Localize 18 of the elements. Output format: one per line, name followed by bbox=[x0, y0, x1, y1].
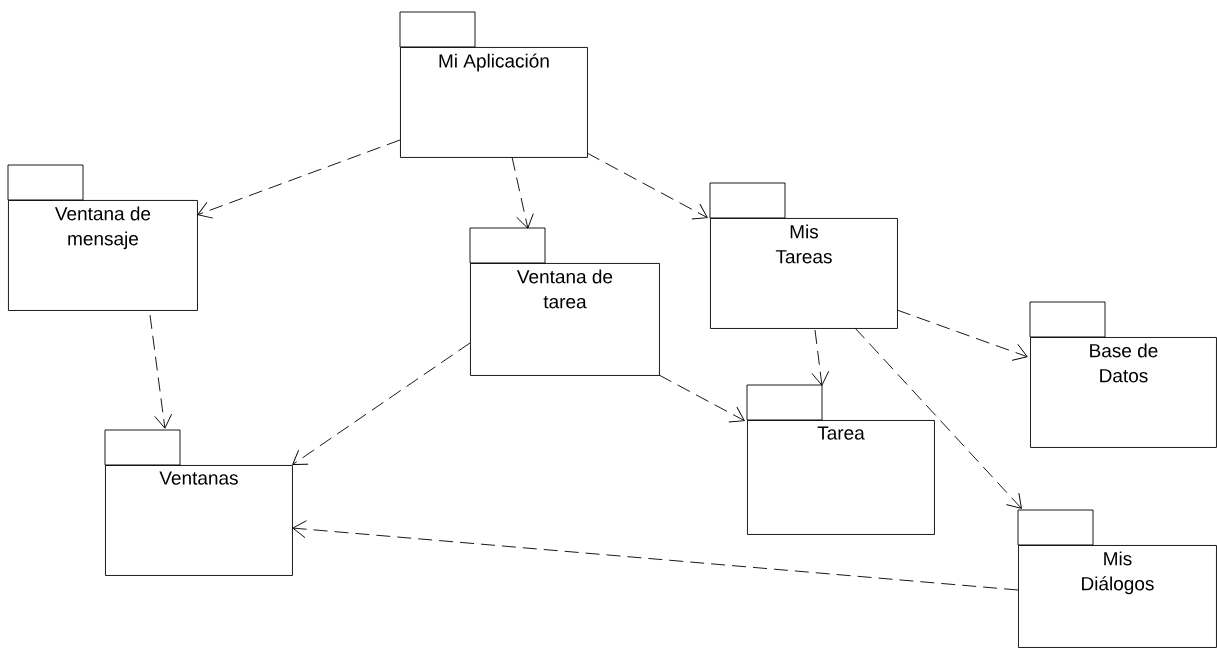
dependency-arrow bbox=[197, 139, 401, 219]
dependency-arrow bbox=[511, 156, 534, 229]
dependency-arrow bbox=[811, 329, 830, 386]
package-box: Ventana de tarea bbox=[469, 227, 660, 376]
package-box: Tarea bbox=[746, 384, 935, 535]
dependency-arrow bbox=[658, 374, 745, 423]
package-box: Mis Diálogos bbox=[1017, 509, 1217, 648]
dependency-arrow bbox=[586, 152, 708, 220]
dependency-arrow bbox=[292, 520, 1019, 591]
package-box: Ventanas bbox=[104, 429, 293, 576]
dependency-arrow bbox=[149, 314, 173, 429]
package-box: Mi Aplicación bbox=[399, 11, 588, 158]
dependency-arrow bbox=[854, 327, 1022, 509]
dependency-arrow bbox=[896, 309, 1028, 361]
dependency-arrow bbox=[292, 342, 471, 465]
package-box: Ventana de mensaje bbox=[7, 164, 198, 311]
package-box: Mis Tareas bbox=[709, 182, 898, 329]
package-box: Base de Datos bbox=[1029, 301, 1217, 448]
